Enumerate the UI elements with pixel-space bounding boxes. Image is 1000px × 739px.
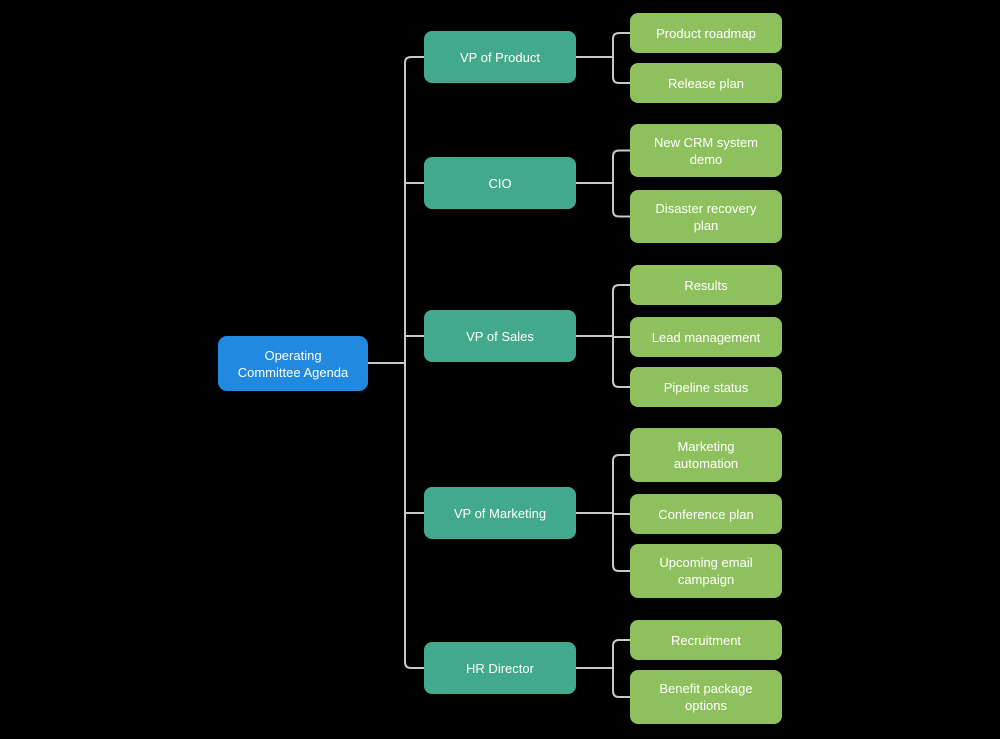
leaf-node-label: Release plan (668, 75, 744, 91)
leaf-node-recruitment[interactable]: Recruitment (630, 620, 782, 660)
connector-product-bracket (612, 32, 630, 84)
leaf-node-disaster-recovery-plan[interactable]: Disaster recovery plan (630, 190, 782, 243)
connector-hr-bracket (612, 639, 630, 698)
branch-node-cio[interactable]: CIO (424, 157, 576, 209)
connector-trunk (404, 56, 424, 669)
leaf-node-label: Disaster recovery plan (655, 200, 757, 233)
leaf-node-label: Marketing automation (673, 439, 739, 471)
leaf-node-results[interactable]: Results (630, 265, 782, 305)
leaf-node-pipeline-status[interactable]: Pipeline status (630, 367, 782, 407)
branch-node-vp-of-marketing[interactable]: VP of Marketing (424, 487, 576, 539)
leaf-node-marketing-automation[interactable]: Marketing automation (630, 428, 782, 482)
leaf-node-label: Recruitment (670, 632, 742, 648)
leaf-node-label: Conference plan (658, 506, 754, 522)
leaf-node-label: Results (684, 277, 728, 293)
leaf-node-conference-plan[interactable]: Conference plan (630, 494, 782, 534)
branch-node-label: VP of Marketing (453, 505, 547, 521)
leaf-node-product-roadmap[interactable]: Product roadmap (630, 13, 782, 53)
leaf-node-label: Benefit package options (659, 681, 753, 713)
root-node-label: Operating Committee Agenda (237, 347, 349, 380)
branch-node-vp-of-product[interactable]: VP of Product (424, 31, 576, 83)
connector-cio-bracket (612, 149, 630, 218)
leaf-node-lead-management[interactable]: Lead management (630, 317, 782, 357)
branch-node-label: VP of Sales (466, 328, 534, 344)
leaf-node-label: Upcoming email campaign (659, 555, 753, 587)
leaf-node-upcoming-email-campaign[interactable]: Upcoming email campaign (630, 544, 782, 598)
branch-node-label: CIO (488, 175, 512, 191)
leaf-node-new-crm-system-demo[interactable]: New CRM system demo (630, 124, 782, 177)
branch-node-vp-of-sales[interactable]: VP of Sales (424, 310, 576, 362)
leaf-node-label: Product roadmap (656, 25, 756, 41)
branch-node-label: VP of Product (460, 49, 540, 65)
branch-node-label: HR Director (466, 660, 534, 676)
leaf-node-benefit-package-options[interactable]: Benefit package options (630, 670, 782, 724)
branch-node-hr-director[interactable]: HR Director (424, 642, 576, 694)
leaf-node-label: Pipeline status (663, 379, 749, 395)
leaf-node-label: New CRM system demo (653, 134, 758, 167)
leaf-node-label: Lead management (651, 329, 761, 345)
root-node-operating-committee-agenda[interactable]: Operating Committee Agenda (218, 336, 368, 391)
leaf-node-release-plan[interactable]: Release plan (630, 63, 782, 103)
